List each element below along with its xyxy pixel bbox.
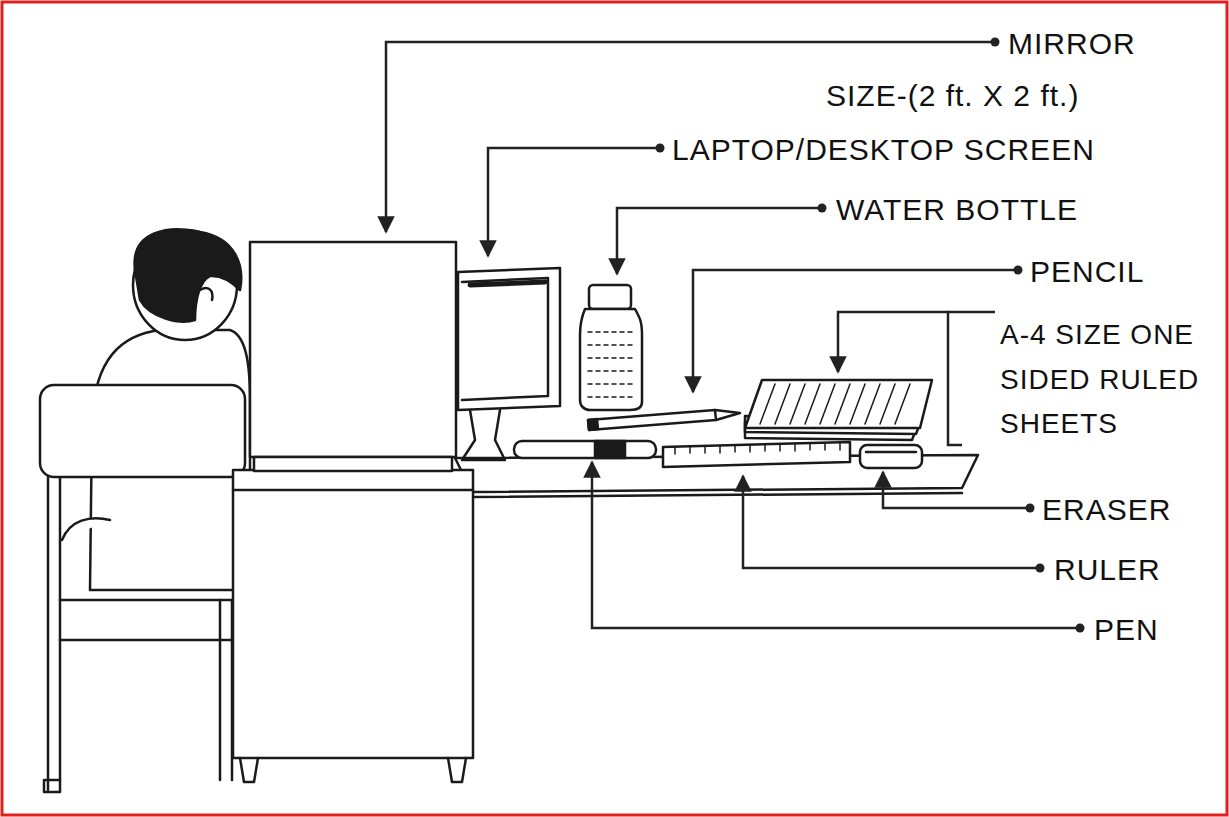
part-label: ERASER <box>1042 487 1171 534</box>
part-label: PEN <box>1094 607 1159 654</box>
pen <box>514 441 656 458</box>
eraser <box>860 445 922 468</box>
leader-lines <box>386 42 1080 628</box>
ruled-sheets <box>745 380 932 440</box>
mirror <box>250 242 456 471</box>
desk-pedestal <box>233 470 473 782</box>
dimension-label: SIZE-(2 ft. X 2 ft.) <box>826 73 1079 120</box>
part-label: RULER <box>1054 547 1161 594</box>
part-label: LAPTOP/DESKTOP SCREEN <box>672 127 1095 174</box>
pencil <box>588 410 740 430</box>
chair-back <box>40 385 245 477</box>
part-label: MIRROR <box>1008 21 1136 68</box>
part-label: PENCIL <box>1030 249 1144 296</box>
part-label: WATER BOTTLE <box>836 187 1078 234</box>
part-label: A-4 SIZE ONE SIDED RULED SHEETS <box>1000 313 1218 447</box>
water-bottle <box>580 285 642 410</box>
monitor <box>458 268 560 460</box>
ruler <box>663 442 850 467</box>
